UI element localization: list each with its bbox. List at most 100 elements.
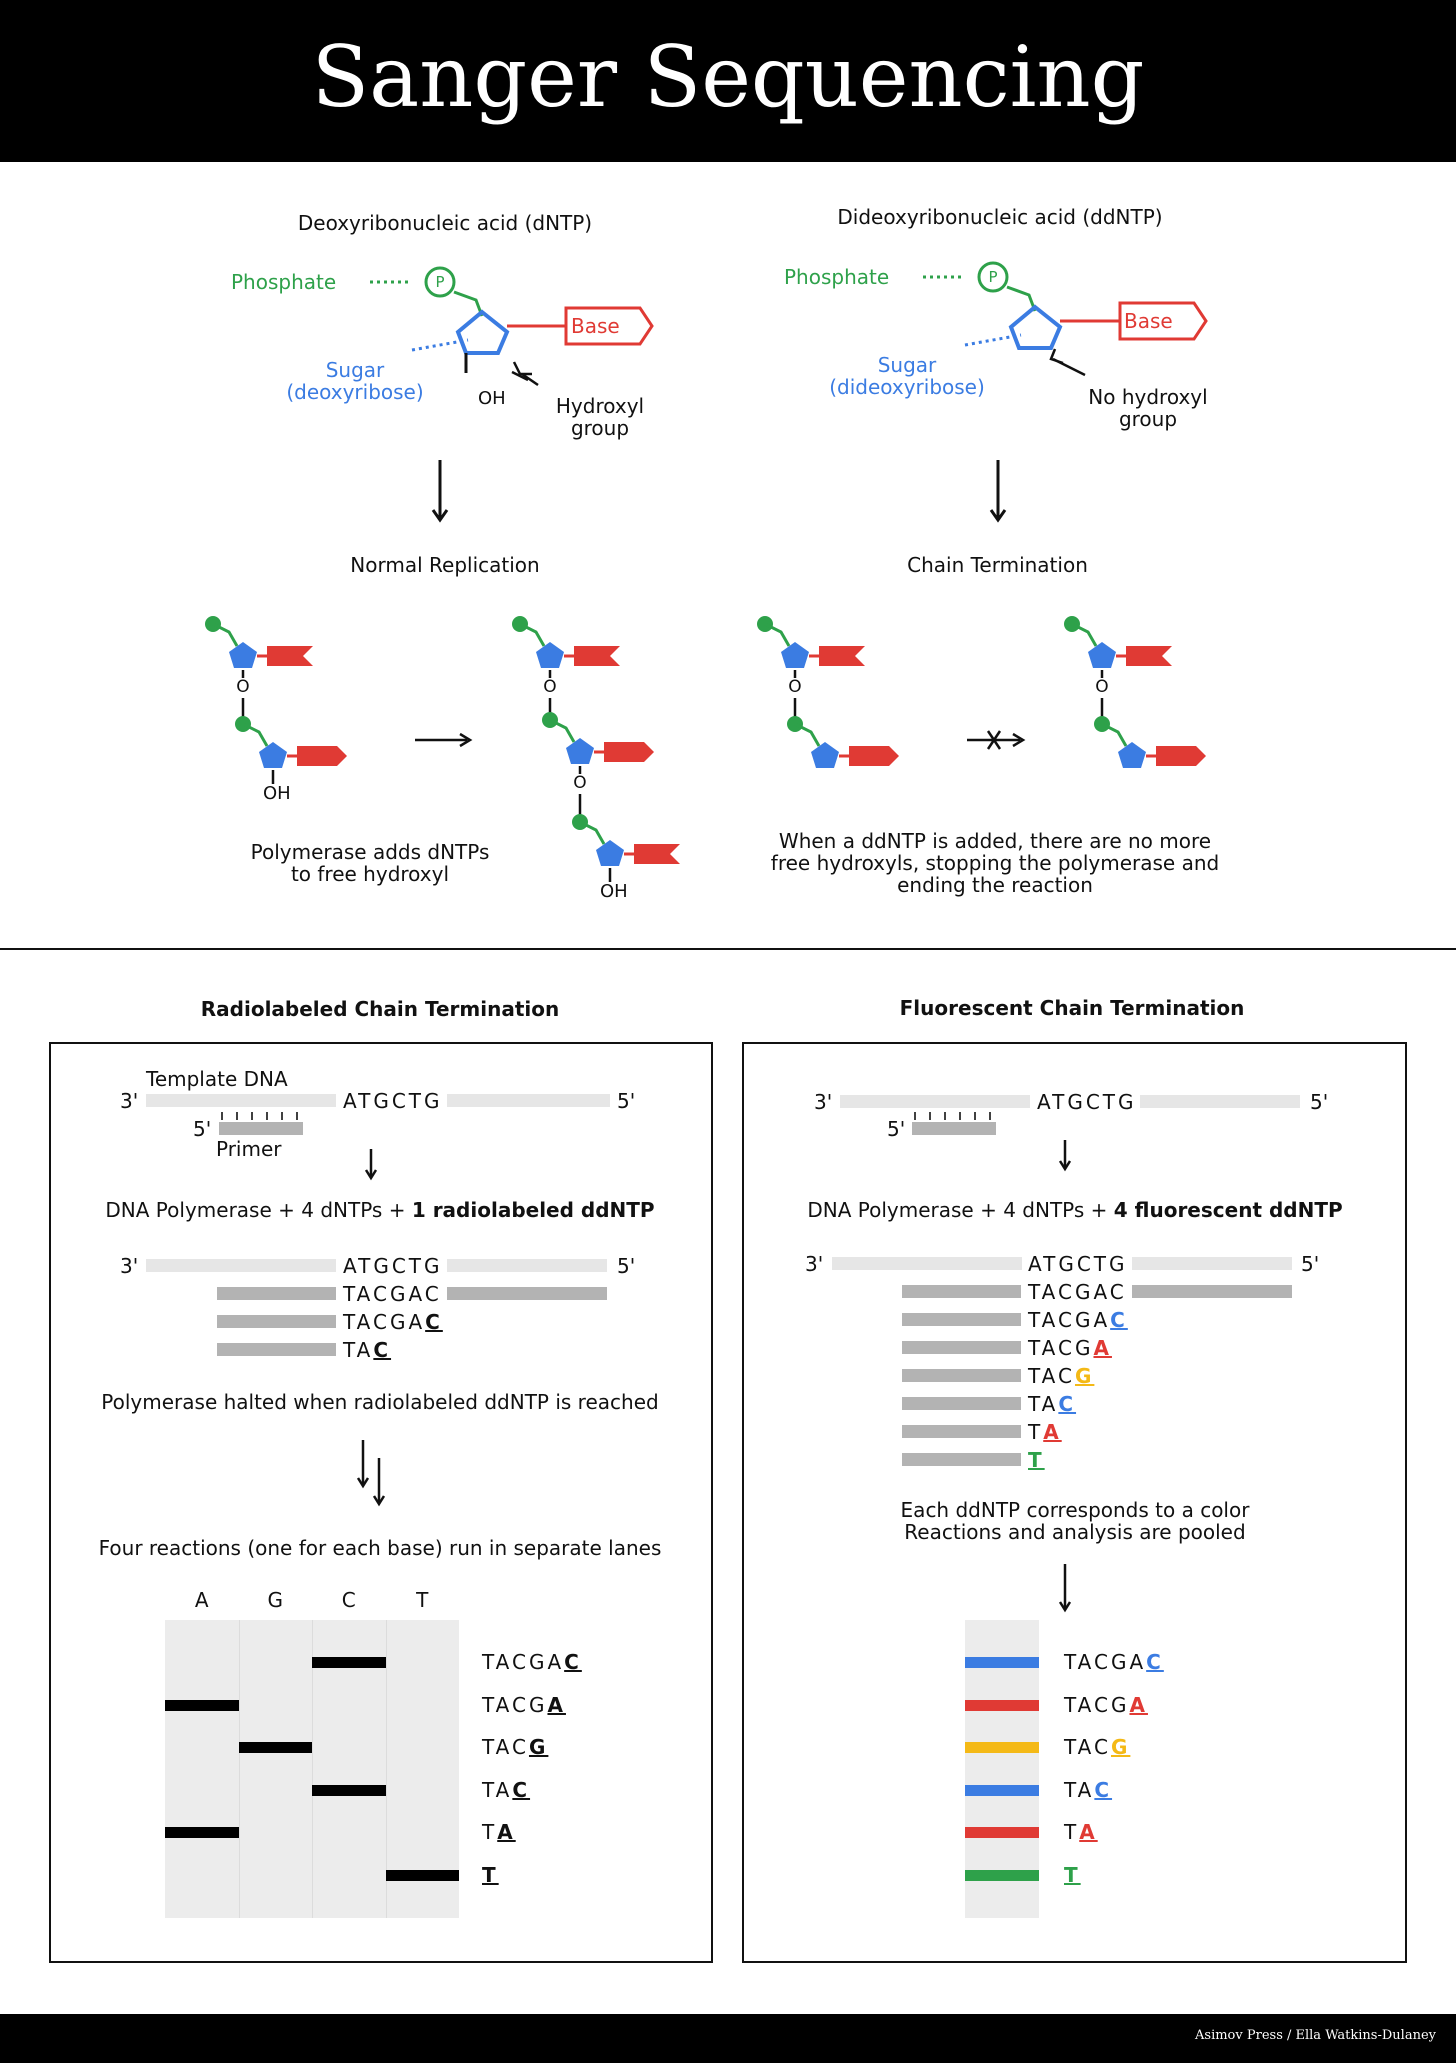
term-right-2-sugar — [1118, 742, 1146, 768]
gel-band — [312, 1657, 386, 1668]
fluor-strand-seq: T — [1028, 1448, 1045, 1472]
radio-panel — [49, 1042, 713, 1963]
dntp-phosphate-label: Phosphate — [231, 270, 337, 294]
sugar-pentagon — [455, 309, 510, 355]
radio-5prime: 5' — [617, 1089, 636, 1113]
gel-band — [165, 1699, 239, 1711]
gel-band — [965, 1742, 1039, 1754]
terminating-base: T — [1028, 1448, 1045, 1472]
normal-left-2-base — [297, 746, 347, 766]
terminating-base: G — [1110, 1735, 1131, 1760]
ddntp-sugar-sublabel: (dideoxyribose) — [829, 375, 985, 399]
oxygen-label: O — [1095, 677, 1108, 697]
dntp-molecule — [370, 266, 654, 387]
dntp-p-label: P — [435, 273, 445, 291]
gel-band — [238, 1742, 312, 1754]
strand-bar-extension — [1132, 1285, 1292, 1298]
terminating-base: A — [1129, 1692, 1148, 1717]
lane-label: C — [341, 1588, 356, 1612]
terminating-base: C — [373, 1338, 392, 1362]
strand-bar — [902, 1285, 1021, 1298]
term-right-1-base — [1126, 646, 1172, 666]
template-bar-right — [447, 1094, 610, 1107]
termination-caption-line3: ending the reaction — [897, 873, 1093, 897]
term-left-1-sugar — [781, 642, 809, 668]
normal-left-1-base — [267, 646, 313, 666]
strand-bar — [902, 1453, 1021, 1466]
normal-caption-line1: Polymerase adds dNTPs — [250, 840, 490, 864]
terminating-base: A — [1079, 1820, 1098, 1845]
fluor-strand-seq: TACGAC — [1028, 1280, 1127, 1304]
gel-band-seq: TACGA — [482, 1692, 566, 1717]
ddntp-phosphate-label: Phosphate — [784, 265, 890, 289]
gel-band-seq: TA — [1064, 1820, 1098, 1845]
terminating-base: G — [1074, 1364, 1095, 1388]
radio-strand-seq: TACGAC — [343, 1310, 443, 1334]
terminating-base: A — [497, 1820, 516, 1845]
page-title: Sanger Sequencing — [311, 28, 1145, 126]
normal-right-1-base — [574, 646, 620, 666]
gel-band — [965, 1784, 1039, 1796]
radio-title: Radiolabeled Chain Termination — [200, 997, 560, 1021]
oxygen-label: O — [573, 773, 586, 793]
dntp-oh-label: OH — [478, 388, 506, 409]
gel-band-seq: TACG — [482, 1735, 549, 1760]
down-arrow-icon — [1058, 1140, 1072, 1172]
fluor-3prime: 3' — [814, 1090, 833, 1114]
normal-right-1-sugar — [536, 642, 564, 668]
radio-strand-seq: TAC — [343, 1338, 392, 1362]
normal-replication-title: Normal Replication — [350, 553, 540, 577]
radio-3prime: 3' — [120, 1089, 139, 1113]
fluor-caption-line2: Reactions and analysis are pooled — [904, 1520, 1246, 1544]
down-arrow-icon — [431, 460, 449, 523]
gel-band — [385, 1870, 459, 1881]
fluor-strand-seq: TAC — [1028, 1392, 1077, 1416]
gel-band — [965, 1870, 1039, 1881]
phosphate-link — [453, 290, 484, 317]
ddntp-hydroxyl-sublabel: group — [1118, 407, 1178, 431]
template-dna-label: Template DNA — [146, 1067, 288, 1091]
lane-label: T — [416, 1588, 429, 1612]
terminating-base: C — [512, 1777, 531, 1802]
fluor-title: Fluorescent Chain Termination — [899, 996, 1245, 1020]
strand-bar — [902, 1397, 1021, 1410]
terminating-base: A — [1093, 1336, 1112, 1360]
fluor-5prime: 5' — [1310, 1090, 1329, 1114]
dntp-base-label: Base — [571, 314, 620, 338]
gel-band-seq: T — [482, 1863, 499, 1887]
primer-5prime: 5' — [193, 1117, 212, 1141]
down-arrow-icon — [989, 460, 1007, 523]
gel-band-seq: TACGA — [1064, 1692, 1148, 1717]
fluor-reagents: DNA Polymerase + 4 dNTPs + 4 fluorescent… — [807, 1198, 1343, 1222]
fluor-3prime-2: 3' — [805, 1252, 824, 1276]
radio-lanes-caption: Four reactions (one for each base) run i… — [98, 1536, 662, 1560]
terminating-base: C — [564, 1650, 582, 1674]
normal-caption-line2: to free hydroxyl — [290, 862, 450, 886]
gel-band-seq: TAC — [482, 1777, 531, 1802]
oxygen-label: O — [788, 677, 801, 697]
gel-band-seq: TA — [482, 1820, 516, 1845]
gel-band-seq: TACG — [1064, 1735, 1131, 1760]
ddntp-sugar-label: Sugar — [877, 353, 937, 377]
normal-oh-label-2: OH — [600, 881, 628, 902]
fluor-strand-seq: TACG — [1028, 1364, 1095, 1388]
radio-strand-seq: TACGAC — [343, 1282, 442, 1306]
strand-bar — [902, 1425, 1021, 1438]
down-arrow-icon — [1058, 1564, 1072, 1613]
gel-band-seq: T — [1064, 1863, 1081, 1887]
terminating-base: C — [1094, 1777, 1113, 1802]
dntp-title: Deoxyribonucleic acid (dNTP) — [297, 211, 593, 235]
primer-bar — [219, 1122, 303, 1135]
fluor-strand-seq: TACGAC — [1028, 1308, 1128, 1332]
strand-bar — [217, 1343, 336, 1356]
strand-bar — [217, 1287, 336, 1300]
fluor-5prime-2: 5' — [1301, 1252, 1320, 1276]
oxygen-label: O — [236, 677, 249, 697]
ddntp-base-label: Base — [1124, 309, 1173, 333]
chain-termination-title: Chain Termination — [907, 553, 1088, 577]
term-left-1-base — [819, 646, 865, 666]
normal-left-2-sugar — [259, 742, 287, 768]
terminating-base: T — [482, 1863, 499, 1887]
fluor-caption-line1: Each ddNTP corresponds to a color — [900, 1498, 1250, 1522]
